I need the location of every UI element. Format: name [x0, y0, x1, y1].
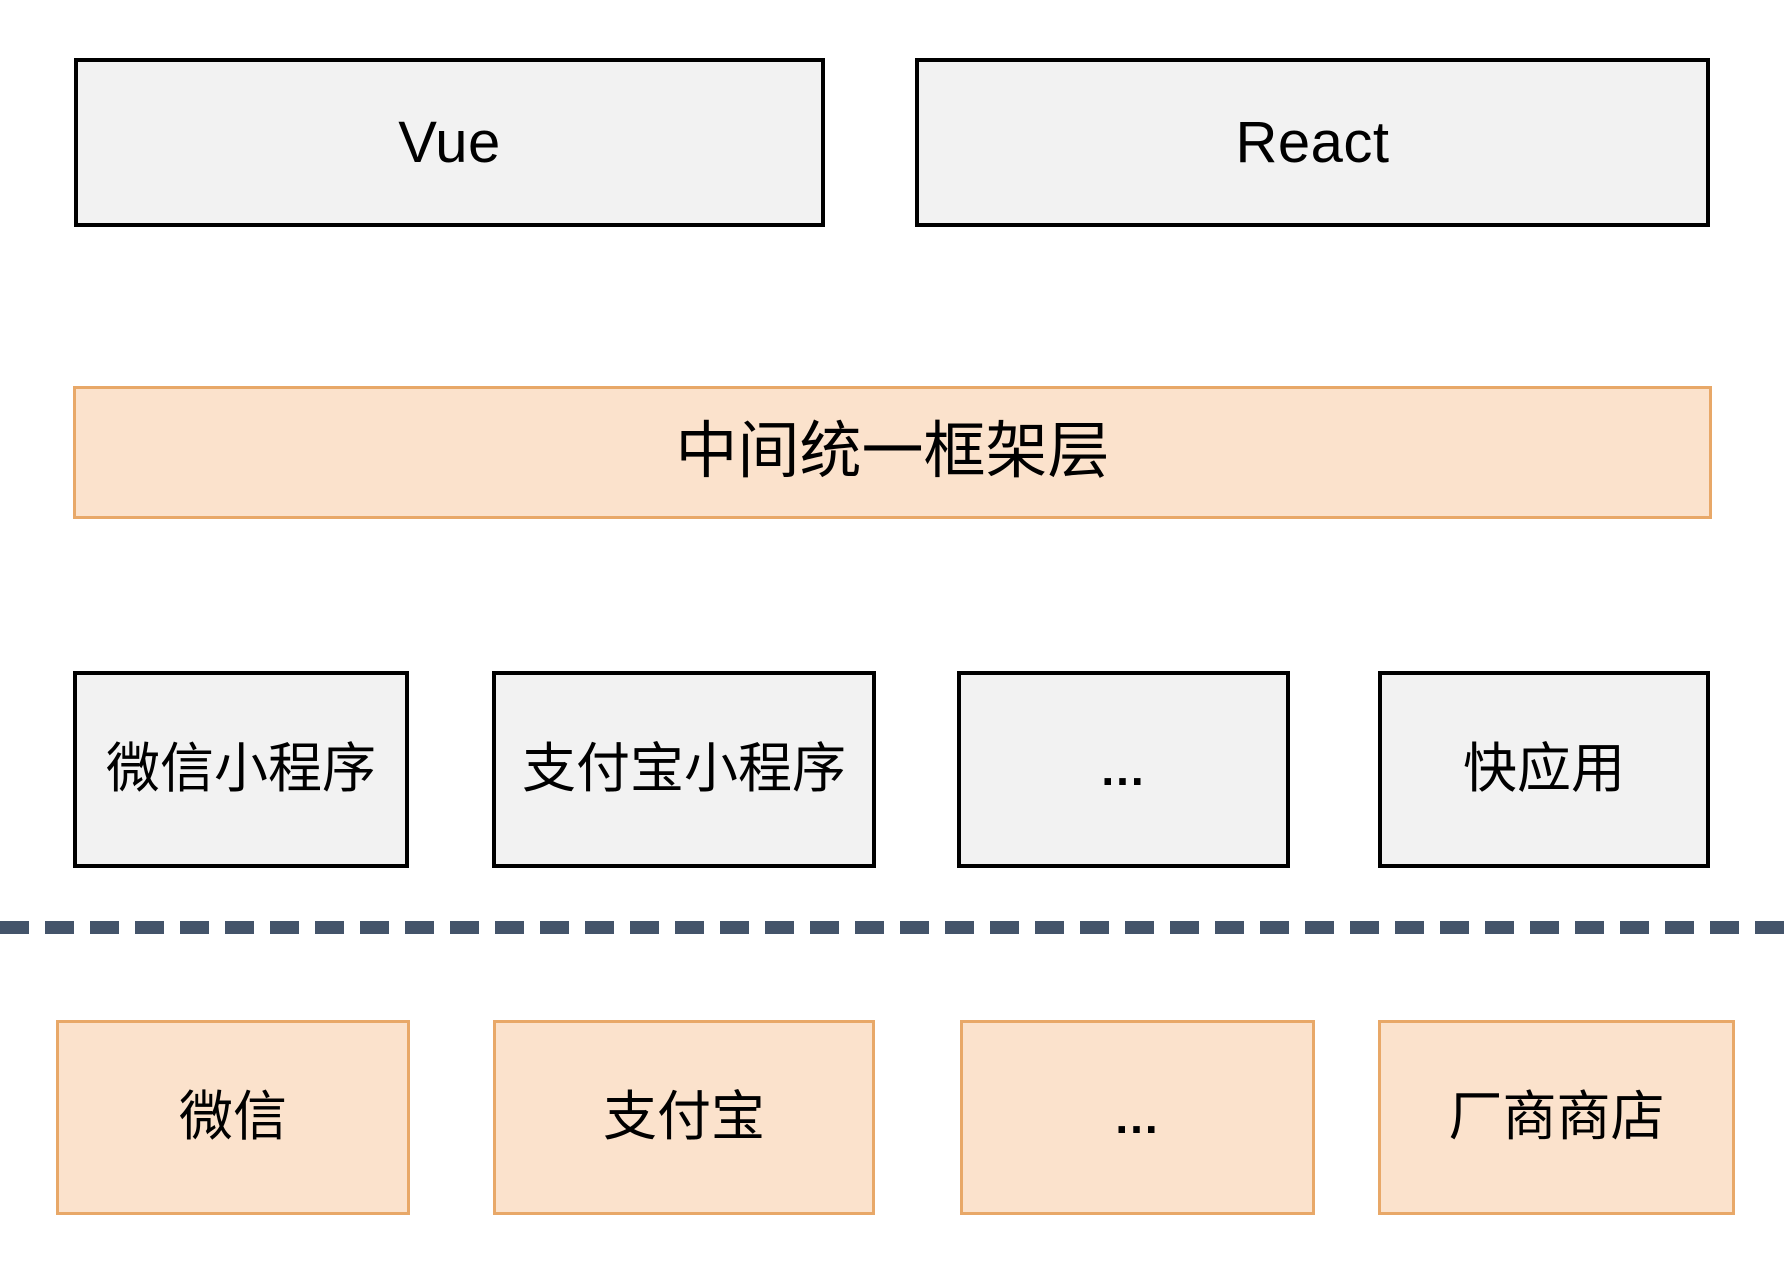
host-app-label-wechat: 微信	[179, 1086, 287, 1147]
framework-label-react: React	[1235, 109, 1390, 175]
host-app-label-vendor-store: 厂商商店	[1448, 1086, 1665, 1147]
miniprogram-label-alipay: 支付宝小程序	[522, 738, 846, 799]
unified-framework-layer-label: 中间统一框架层	[675, 418, 1110, 487]
framework-label-vue: Vue	[398, 109, 501, 175]
miniprogram-box-more[interactable]: ...	[957, 671, 1290, 868]
ellipsis-icon: ...	[1101, 743, 1146, 796]
unified-framework-layer-box[interactable]: 中间统一框架层	[73, 386, 1712, 519]
host-app-box-vendor-store[interactable]: 厂商商店	[1378, 1020, 1735, 1215]
miniprogram-box-wechat[interactable]: 微信小程序	[73, 671, 409, 868]
framework-box-vue[interactable]: Vue	[74, 58, 825, 227]
host-app-box-alipay[interactable]: 支付宝	[493, 1020, 875, 1215]
miniprogram-box-alipay[interactable]: 支付宝小程序	[492, 671, 876, 868]
host-app-box-more[interactable]: ...	[960, 1020, 1315, 1215]
ellipsis-icon: ...	[1115, 1091, 1160, 1144]
miniprogram-box-quickapp[interactable]: 快应用	[1378, 671, 1710, 868]
miniprogram-label-quickapp: 快应用	[1463, 738, 1625, 799]
host-app-label-alipay: 支付宝	[603, 1086, 765, 1147]
framework-box-react[interactable]: React	[915, 58, 1710, 227]
miniprogram-label-wechat: 微信小程序	[106, 738, 376, 799]
host-app-box-wechat[interactable]: 微信	[56, 1020, 410, 1215]
dashed-divider	[0, 921, 1788, 934]
